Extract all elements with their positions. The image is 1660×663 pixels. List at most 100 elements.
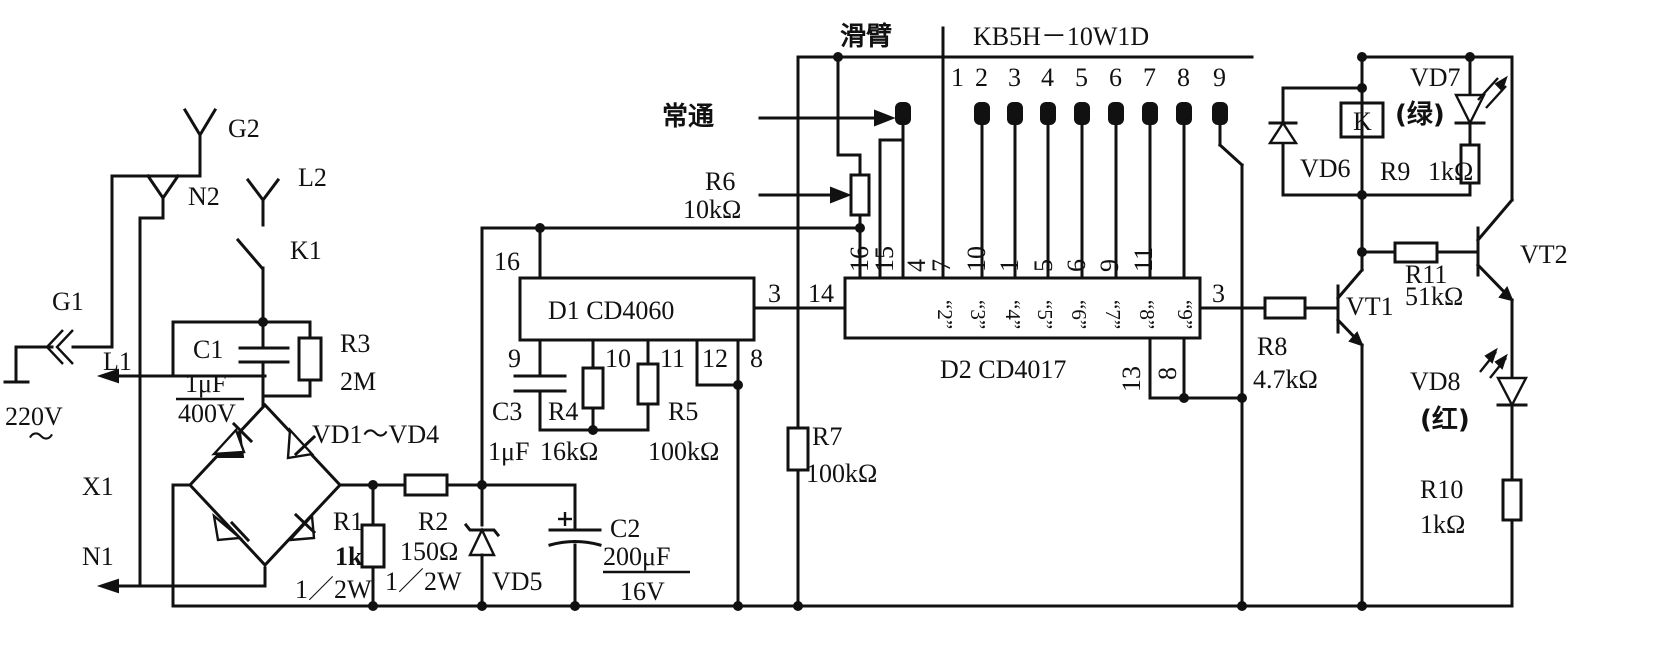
d2-output-5: “5”	[1033, 300, 1057, 329]
label-voltage: 220V	[5, 402, 63, 431]
d2-output-9: “9”	[1173, 300, 1197, 329]
label-r4: R4	[548, 397, 578, 426]
label-r10-value: 1kΩ	[1420, 510, 1465, 539]
label-r1-rating: 1／2W	[295, 575, 372, 604]
vt2-emitter-arrow	[1498, 286, 1514, 302]
label-vd7: VD7	[1410, 63, 1461, 92]
d1-section	[513, 226, 847, 608]
pin-d1-9: 9	[508, 344, 521, 373]
label-switch-model: KB5H－10W1D	[973, 22, 1149, 51]
l2-prong-icon	[245, 177, 281, 203]
label-r8: R8	[1257, 332, 1287, 361]
label-c1-rating: 400V	[178, 399, 236, 428]
r4-resistor	[581, 366, 605, 410]
label-vt2: VT2	[1520, 240, 1568, 269]
pin-d1-3: 3	[768, 279, 781, 308]
pin-d1-10: 10	[605, 344, 631, 373]
pin-d2-14: 14	[808, 279, 834, 308]
r3-resistor	[297, 336, 323, 382]
r10-resistor	[1501, 478, 1523, 522]
d2-output-2: “2”	[933, 300, 957, 329]
r1-resistor	[360, 523, 386, 569]
switch-contact-9	[1212, 102, 1228, 125]
label-relay: K	[1353, 107, 1372, 136]
vt1-emitter-arrow	[1348, 331, 1364, 347]
label-r3: R3	[340, 329, 370, 358]
mains-section	[3, 107, 1514, 611]
pin-d2-top-11: 11	[1129, 247, 1158, 272]
pin-d2-top-15: 15	[870, 246, 899, 272]
label-c3-value: 1μF	[488, 437, 529, 466]
switch-contact-6	[1108, 102, 1124, 125]
label-r11-value: 51kΩ	[1405, 282, 1463, 311]
r2-resistor	[403, 473, 449, 497]
switch-contact-3	[1007, 102, 1023, 125]
label-n2: N2	[188, 182, 220, 211]
switch-contact-8	[1176, 102, 1192, 125]
switch-position-8: 8	[1177, 63, 1190, 92]
label-r5-value: 100kΩ	[648, 437, 719, 466]
label-l1: L1	[103, 347, 132, 376]
label-l2: L2	[298, 163, 327, 192]
r5-resistor	[636, 362, 660, 406]
label-vd6: VD6	[1300, 154, 1351, 183]
label-r10: R10	[1420, 475, 1463, 504]
d2-output-3: “3”	[966, 300, 990, 329]
switch-contact-7	[1142, 102, 1158, 125]
always-on-arrow-icon	[874, 109, 896, 127]
label-r6-value: 10kΩ	[683, 195, 741, 224]
bridge-rectifier	[187, 402, 343, 568]
label-c1-value: 1μF	[185, 369, 226, 398]
switch-position-3: 3	[1008, 63, 1021, 92]
switch-position-6: 6	[1109, 63, 1122, 92]
pin-d2-top-10: 10	[962, 246, 991, 272]
label-n1: N1	[82, 542, 114, 571]
pin-d2-bottom-13: 13	[1117, 366, 1146, 392]
pin-d2-3: 3	[1212, 279, 1225, 308]
label-r9-value: 1kΩ	[1428, 157, 1473, 186]
label-d2: D2 CD4017	[940, 355, 1066, 384]
pin-d2-bottom-8: 8	[1153, 367, 1182, 380]
g1-socket-icon	[45, 329, 74, 365]
pin-d2-top-16: 16	[845, 246, 874, 272]
label-c2: C2	[610, 514, 640, 543]
switch-contact-4	[1040, 102, 1056, 125]
d2-output-8: “8”	[1135, 300, 1159, 329]
n2-prong-icon	[145, 173, 181, 201]
vd5-zener	[468, 527, 496, 557]
switch-position-1: 1	[951, 63, 964, 92]
label-c2-rating: 16V	[620, 577, 665, 606]
label-d1: D1 CD4060	[548, 296, 674, 325]
pin-d1-12: 12	[702, 344, 728, 373]
label-ac: ～	[28, 423, 54, 452]
label-always-on: 常通	[662, 102, 714, 132]
g2-prong-icon	[182, 107, 218, 138]
labels: G2 N2 L2 K1 G1 L1 220V ～ X1 N1 C1 1μF 40…	[5, 22, 1568, 606]
switch-position-2: 2	[975, 63, 988, 92]
d2-output-6: “6”	[1067, 300, 1091, 329]
label-k1: K1	[290, 236, 322, 265]
switch-position-4: 4	[1041, 63, 1054, 92]
label-g1: G1	[52, 287, 84, 316]
label-r3-value: 2M	[340, 367, 376, 396]
d2-output-4: “4”	[1001, 300, 1025, 329]
rotary-switch	[758, 26, 1254, 608]
switch-contact-5	[1074, 102, 1090, 125]
switch-contact-2	[974, 102, 990, 125]
n1-arrow-icon	[96, 578, 119, 594]
switch-position-7: 7	[1143, 63, 1156, 92]
label-r8-value: 4.7kΩ	[1253, 365, 1318, 394]
label-vd8-color: (红)	[1420, 404, 1470, 435]
label-r2-value: 150Ω	[400, 537, 458, 566]
label-r5: R5	[668, 397, 698, 426]
label-vt1: VT1	[1346, 292, 1394, 321]
label-r2-rating: 1／2W	[385, 567, 462, 596]
d2-section	[843, 276, 1340, 403]
pin-d2-top-9: 9	[1095, 259, 1124, 272]
pin-d1-11: 11	[660, 344, 685, 373]
label-r7: R7	[812, 422, 842, 451]
r6-arrow-icon	[830, 186, 852, 204]
label-r2: R2	[418, 507, 448, 536]
label-r1: R1	[333, 507, 363, 536]
